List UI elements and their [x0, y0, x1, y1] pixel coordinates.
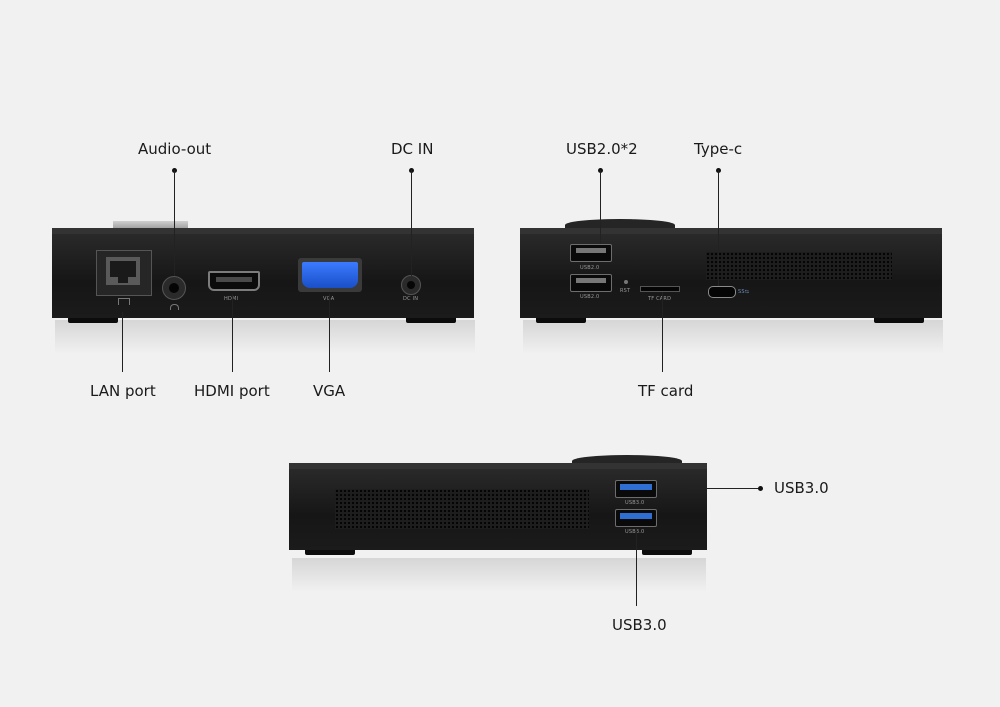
usb3-text-top: USB3.0	[625, 500, 645, 506]
usb3-right-label: USB3.0	[774, 479, 829, 497]
device-top-edge	[52, 228, 474, 234]
usb2-text-top: USB2.0	[580, 265, 600, 271]
usb2x2-label: USB2.0*2	[566, 140, 638, 158]
tf-card-label: TF card	[638, 382, 694, 400]
usb3-bottom-line	[636, 528, 637, 606]
dc-in-port	[401, 275, 421, 295]
lan-line	[122, 312, 123, 372]
lan-icon	[118, 298, 130, 305]
back-vent	[335, 489, 589, 529]
vga-label: VGA	[313, 382, 346, 400]
type-c-line	[718, 170, 719, 286]
front-view-shadow	[55, 320, 475, 354]
tf-card-line	[662, 292, 663, 372]
lan-port-label: LAN port	[90, 382, 156, 400]
side-foot-left	[536, 318, 586, 323]
hdmi-port	[208, 271, 260, 291]
side-view-device: USB2.0 USB2.0 RST TF CARD SS⇆	[520, 228, 942, 318]
side-top-edge	[520, 228, 942, 234]
usb2-port-bottom	[570, 274, 612, 292]
dc-in-label: DC IN	[391, 140, 434, 158]
vga-port	[298, 258, 362, 292]
headphone-icon	[170, 304, 179, 310]
tf-card-text: TF CARD	[648, 296, 672, 302]
usb2-port-top	[570, 244, 612, 262]
dc-in-line	[411, 170, 412, 276]
usb2-line	[600, 170, 601, 244]
usb3-bottom-label: USB3.0	[612, 616, 667, 634]
vga-text: VGA	[323, 296, 334, 302]
lan-port	[96, 250, 152, 296]
side-foot-right	[874, 318, 924, 323]
back-view-device: USB3.0 USB3.0	[289, 463, 707, 550]
ss-text: SS⇆	[738, 289, 750, 295]
usb3-port-bottom	[615, 509, 657, 527]
front-view-antenna	[113, 221, 188, 229]
ethernet-icon	[106, 257, 140, 285]
usb3-text-bottom: USB3.0	[625, 529, 645, 535]
hdmi-port-label: HDMI port	[194, 382, 270, 400]
audio-jack	[162, 276, 186, 300]
type-c-label: Type-c	[694, 140, 743, 158]
back-foot-left	[305, 550, 355, 555]
back-view-shadow	[292, 558, 706, 592]
usb2-text-bottom: USB2.0	[580, 294, 600, 300]
back-top-edge	[289, 463, 707, 469]
front-view-device: HDMI VGA DC IN	[52, 228, 474, 318]
reset-hole	[624, 280, 628, 284]
dc-in-text: DC IN	[403, 296, 419, 302]
side-view-shadow	[523, 320, 943, 354]
front-foot-right	[406, 318, 456, 323]
usb3-right-dot	[758, 486, 763, 491]
side-vent	[706, 252, 892, 280]
usb3-port-top	[615, 480, 657, 498]
rst-text: RST	[620, 288, 631, 294]
hdmi-line	[232, 294, 233, 372]
front-foot-left	[68, 318, 118, 323]
audio-out-label: Audio-out	[138, 140, 212, 158]
usb3-right-line	[690, 488, 760, 489]
vga-line	[329, 294, 330, 372]
audio-out-line	[174, 170, 175, 276]
type-c-port	[708, 286, 736, 298]
hdmi-text: HDMI	[224, 296, 238, 302]
tf-card-slot	[640, 286, 680, 292]
back-foot-right	[642, 550, 692, 555]
